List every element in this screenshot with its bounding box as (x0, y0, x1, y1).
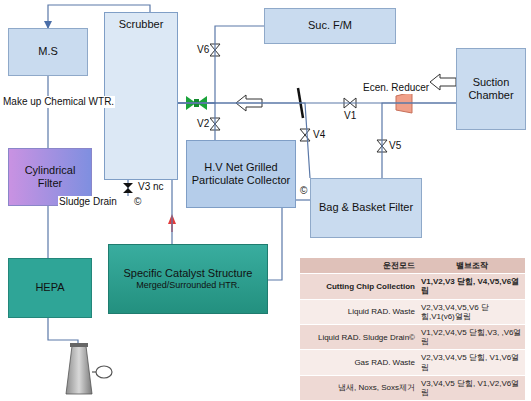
table-cell: V2,V3,V4,V5,V6 닫힘,V1(v6)열림 (418, 300, 525, 325)
node-label: Specific Catalyst Structure (124, 267, 253, 280)
pipe-connector (382, 103, 456, 178)
node-subtext: Merged/Surrounded HTR. (136, 280, 240, 291)
table-cell: Liquid RAD. Sludge Drain© (300, 325, 418, 350)
filter-box: HEPA (8, 258, 92, 318)
reducer-label: Ecen. Reducer (362, 82, 430, 94)
callout-mark: © (299, 185, 308, 197)
chamber-box: Suction Chamber (456, 48, 526, 130)
valve-label: V3 nc (137, 181, 165, 193)
stack-pipe (48, 318, 78, 346)
node-label: M.S (38, 45, 58, 58)
node-label: Suc. F/M (308, 19, 352, 32)
flow-arrow (430, 74, 456, 90)
valve-label: V6 (196, 44, 210, 56)
pipe-connector (47, 76, 48, 148)
valve-label: V5 (388, 140, 402, 152)
valve-table: 운전모드밸브조작Cutting Chip CollectionV1,V2,V3 … (300, 258, 525, 401)
stack-cap (70, 343, 88, 347)
drain-label: Sludge Drain (58, 196, 118, 208)
collector-box: H.V Net Grilled Particulate Collector (186, 140, 296, 208)
valve-label: V2 (196, 118, 210, 130)
node-label: H.V Net Grilled Particulate Collector (191, 161, 291, 187)
filter-box: Bag & Basket Filter (310, 178, 422, 238)
table-cell: Liquid RAD. Waste (300, 300, 418, 325)
pipe-connector (178, 26, 264, 103)
node-label: Suction Chamber (461, 76, 521, 102)
callout-mark: © (133, 196, 142, 208)
table-cell: V1,V2,V3 닫힘, V4,V5,V6열림 (418, 274, 525, 299)
drain-pipe (127, 180, 128, 196)
pipe-connector (171, 180, 172, 244)
table-cell: Cutting Chip Collection (300, 274, 418, 299)
stack-ring (96, 366, 112, 378)
valve-symbol (123, 183, 133, 193)
table-cell: 밸브조작 (418, 258, 525, 274)
exhaust-stack (66, 346, 92, 394)
node-label: Bag & Basket Filter (319, 201, 413, 214)
table-cell: Gas RAD. Waste (300, 350, 418, 375)
table-cell: V3,V4,V5 닫힘, V1,V2,V6열림 (418, 376, 525, 401)
valve-symbol (300, 129, 310, 141)
pipe-connector (47, 206, 48, 258)
valve-label: V1 (343, 110, 357, 122)
stack-ring-link (92, 371, 96, 372)
table-cell: V1,V2,V4,V5 닫힘,V3, ,V6열림 (418, 325, 525, 350)
table-cell: 운전모드 (300, 258, 418, 274)
node-label: Scrubber (119, 18, 164, 31)
node-label: HEPA (35, 281, 64, 294)
inlet-label: Make up Chemical WTR. (2, 96, 115, 108)
pipe-connector (268, 208, 282, 280)
node-label: Cylindrical Filter (13, 164, 87, 190)
flow-meter-box: Suc. F/M (264, 8, 396, 44)
table-cell: V2,V3,V4,V5 닫힘, V1,V6열림 (418, 350, 525, 375)
monitor-box: M.S (8, 28, 88, 76)
pipe-connector (178, 103, 215, 140)
catalyst-box: Specific Catalyst StructureMerged/Surrou… (108, 244, 268, 314)
valve-label: V4 (312, 129, 326, 141)
pipe-connector (296, 199, 310, 200)
table-cell: 냄새, Noxs, Soxs제거 (300, 376, 418, 401)
